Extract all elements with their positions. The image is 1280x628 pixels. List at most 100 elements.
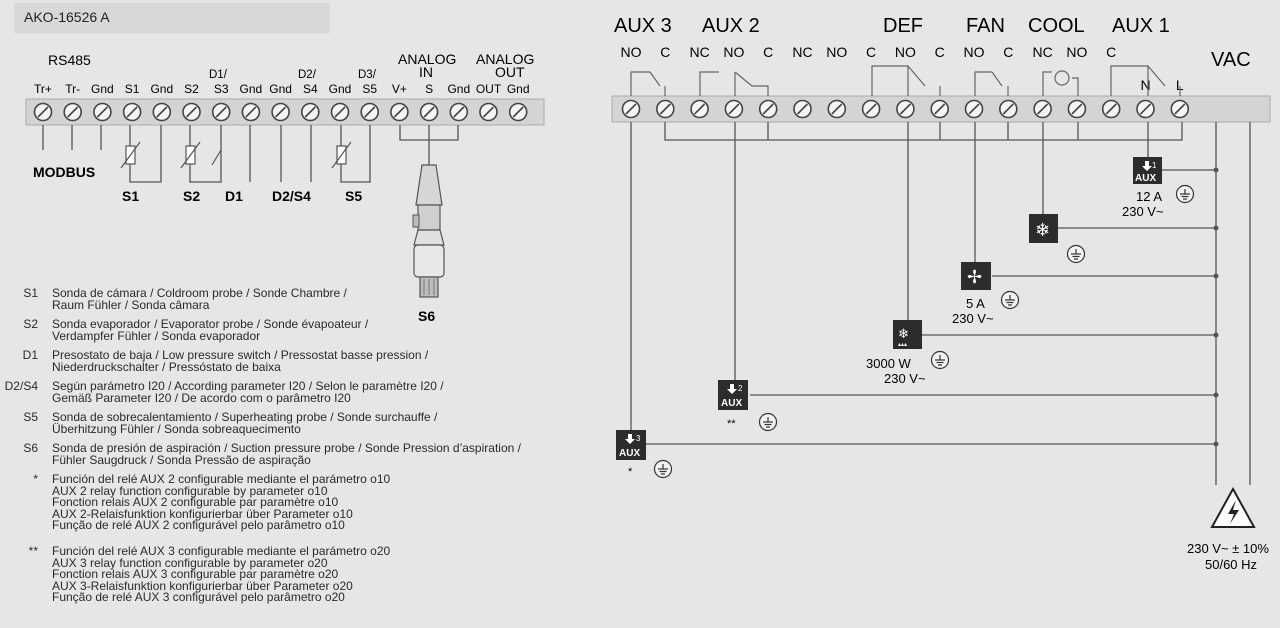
left-wiring xyxy=(42,125,459,183)
analog-in-label: ANALOG xyxy=(398,51,456,67)
terminal-pin-label: Gnd xyxy=(91,82,114,96)
legend-row: S5 Sonda de sobrecalentamiento / Superhe… xyxy=(0,410,560,443)
terminal-pin-label: NO xyxy=(895,44,916,60)
terminal-pin-label: NC xyxy=(689,44,709,60)
aux3-num: 3 xyxy=(636,434,641,443)
cool-group-label: COOL xyxy=(1028,15,1085,37)
legend-key: ** xyxy=(28,544,38,558)
legend-line: Función del relé AUX 2 configurable medi… xyxy=(52,472,391,486)
legend-line: Fonction relais AUX 3 configurable par p… xyxy=(52,567,339,581)
terminal-screw xyxy=(896,99,915,119)
terminal-screw xyxy=(271,102,290,122)
load-wiring xyxy=(630,122,1251,485)
terminal-screw xyxy=(479,102,498,122)
aux1-group-label: AUX 1 xyxy=(1112,15,1170,37)
legend: S1 Sonda de cámara / Coldroom probe / So… xyxy=(0,287,560,618)
def-voltage: 230 V~ xyxy=(884,371,926,386)
d1-sup-label: D1/ xyxy=(209,69,228,81)
ground-icon xyxy=(1175,184,1195,204)
legend-line: Überhitzung Fühler / Sonda sobreaquecime… xyxy=(52,421,301,436)
terminal-pin-label: S1 xyxy=(125,82,140,96)
ground-icon xyxy=(930,350,950,370)
ground-icon xyxy=(758,412,778,432)
terminal-screw xyxy=(330,102,350,122)
terminal-pin-label: C xyxy=(660,44,670,60)
legend-line: Sonda de presión de aspiración / Suction… xyxy=(52,441,521,455)
legend-line: Função de relé AUX 3 configurável pelo p… xyxy=(52,590,345,604)
terminal-screw xyxy=(152,102,172,122)
terminal-screw xyxy=(360,102,380,122)
terminal-screw xyxy=(419,102,439,122)
ground-icon xyxy=(1066,244,1086,264)
terminal-pin-label: Gnd xyxy=(329,82,352,96)
pressure-probe-s6 xyxy=(412,164,445,298)
d3-sup-label: D3/ xyxy=(358,69,377,81)
aux2-note: ** xyxy=(727,418,736,430)
aux1-load: 1 AUX 12 A 230 V~ xyxy=(1122,157,1164,219)
defrost-icon: ❄ xyxy=(898,326,909,341)
s6-label: S6 xyxy=(418,308,435,324)
terminal-pin-label: S4 xyxy=(303,82,318,96)
legend-key: * xyxy=(33,472,38,486)
s2-label: S2 xyxy=(183,188,200,204)
aux1-num: 1 xyxy=(1152,161,1157,170)
analog-in-sub-label: IN xyxy=(419,64,433,80)
def-group-label: DEF xyxy=(883,15,923,37)
ground-symbols xyxy=(653,184,1195,479)
supply-voltage: 230 V~ ± 10% xyxy=(1187,541,1269,556)
terminal-pin-label: NO xyxy=(723,44,744,60)
defrost-drops: ▴▴▴ xyxy=(898,342,907,348)
terminal-pin-label: Tr+ xyxy=(34,82,52,96)
supply-warning xyxy=(1210,486,1256,528)
left-terminal-block xyxy=(25,98,545,126)
terminal-screw xyxy=(122,102,142,122)
terminal-screw xyxy=(241,102,261,122)
terminal-pin-label: S3 xyxy=(214,82,229,96)
terminal-pin-label: Gnd xyxy=(507,82,530,96)
legend-line: Presostato de baja / Low pressure switch… xyxy=(52,348,429,362)
legend-row: D2/S4 Según parámetro I20 / According pa… xyxy=(0,379,560,412)
terminal-pin-label: Gnd xyxy=(447,82,470,96)
legend-line: Verdampfer Fühler / Sonda evaporador xyxy=(52,328,261,343)
snowflake-icon: ❄ xyxy=(1035,220,1050,240)
terminal-screw xyxy=(998,99,1018,119)
aux3-tag: AUX xyxy=(619,448,640,459)
d2-sup-label: D2/ xyxy=(298,69,317,81)
vac-group-label: VAC xyxy=(1211,49,1251,71)
legend-line: Según parámetro I20 / According paramete… xyxy=(52,379,444,393)
terminal-pin-label: OUT xyxy=(476,82,502,96)
aux1-tag: AUX xyxy=(1135,173,1156,184)
aux2-num: 2 xyxy=(738,384,743,393)
fan-voltage: 230 V~ xyxy=(952,311,994,326)
aux2-group-label: AUX 2 xyxy=(702,15,760,37)
s5-label: S5 xyxy=(345,188,362,204)
terminal-screw xyxy=(1101,99,1121,119)
terminal-screw xyxy=(390,102,409,122)
legend-row: D1 Presostato de baja / Low pressure swi… xyxy=(0,348,560,381)
analog-out-sub-label: OUT xyxy=(495,64,525,80)
legend-line: Gemäß Parameter I20 / De acordo com o pa… xyxy=(52,390,351,405)
model-title-bar: AKO-16526 A xyxy=(14,3,330,33)
terminal-pin-label: L xyxy=(1176,77,1184,93)
legend-line: Niederdruckschalter / Pressóstato de bai… xyxy=(52,359,281,374)
fan-icon: ✢ xyxy=(967,267,982,287)
legend-line: AUX 2 relay function configurable by par… xyxy=(52,483,328,498)
terminal-screw xyxy=(621,99,641,119)
terminal-screw xyxy=(964,99,984,119)
terminal-screw xyxy=(930,99,950,119)
terminal-screw xyxy=(33,102,53,122)
legend-line: Fühler Saugdruck / Sonda Pressão de aspi… xyxy=(52,452,311,467)
terminal-pin-label: N xyxy=(1140,77,1150,93)
relay-contacts xyxy=(630,65,1181,96)
terminal-pin-label: NO xyxy=(1066,44,1087,60)
terminal-screw xyxy=(1033,99,1052,119)
terminal-pin-label: NC xyxy=(792,44,812,60)
legend-key: S5 xyxy=(23,410,38,424)
cool-load: ❄ xyxy=(1029,214,1058,243)
terminal-screw xyxy=(690,99,709,119)
fan-load: ✢ 5 A 230 V~ xyxy=(952,262,994,326)
ground-icon xyxy=(653,459,673,479)
legend-key: D1 xyxy=(22,348,38,362)
terminal-pin-label: S xyxy=(425,82,433,96)
supply-frequency: 50/60 Hz xyxy=(1205,557,1257,572)
